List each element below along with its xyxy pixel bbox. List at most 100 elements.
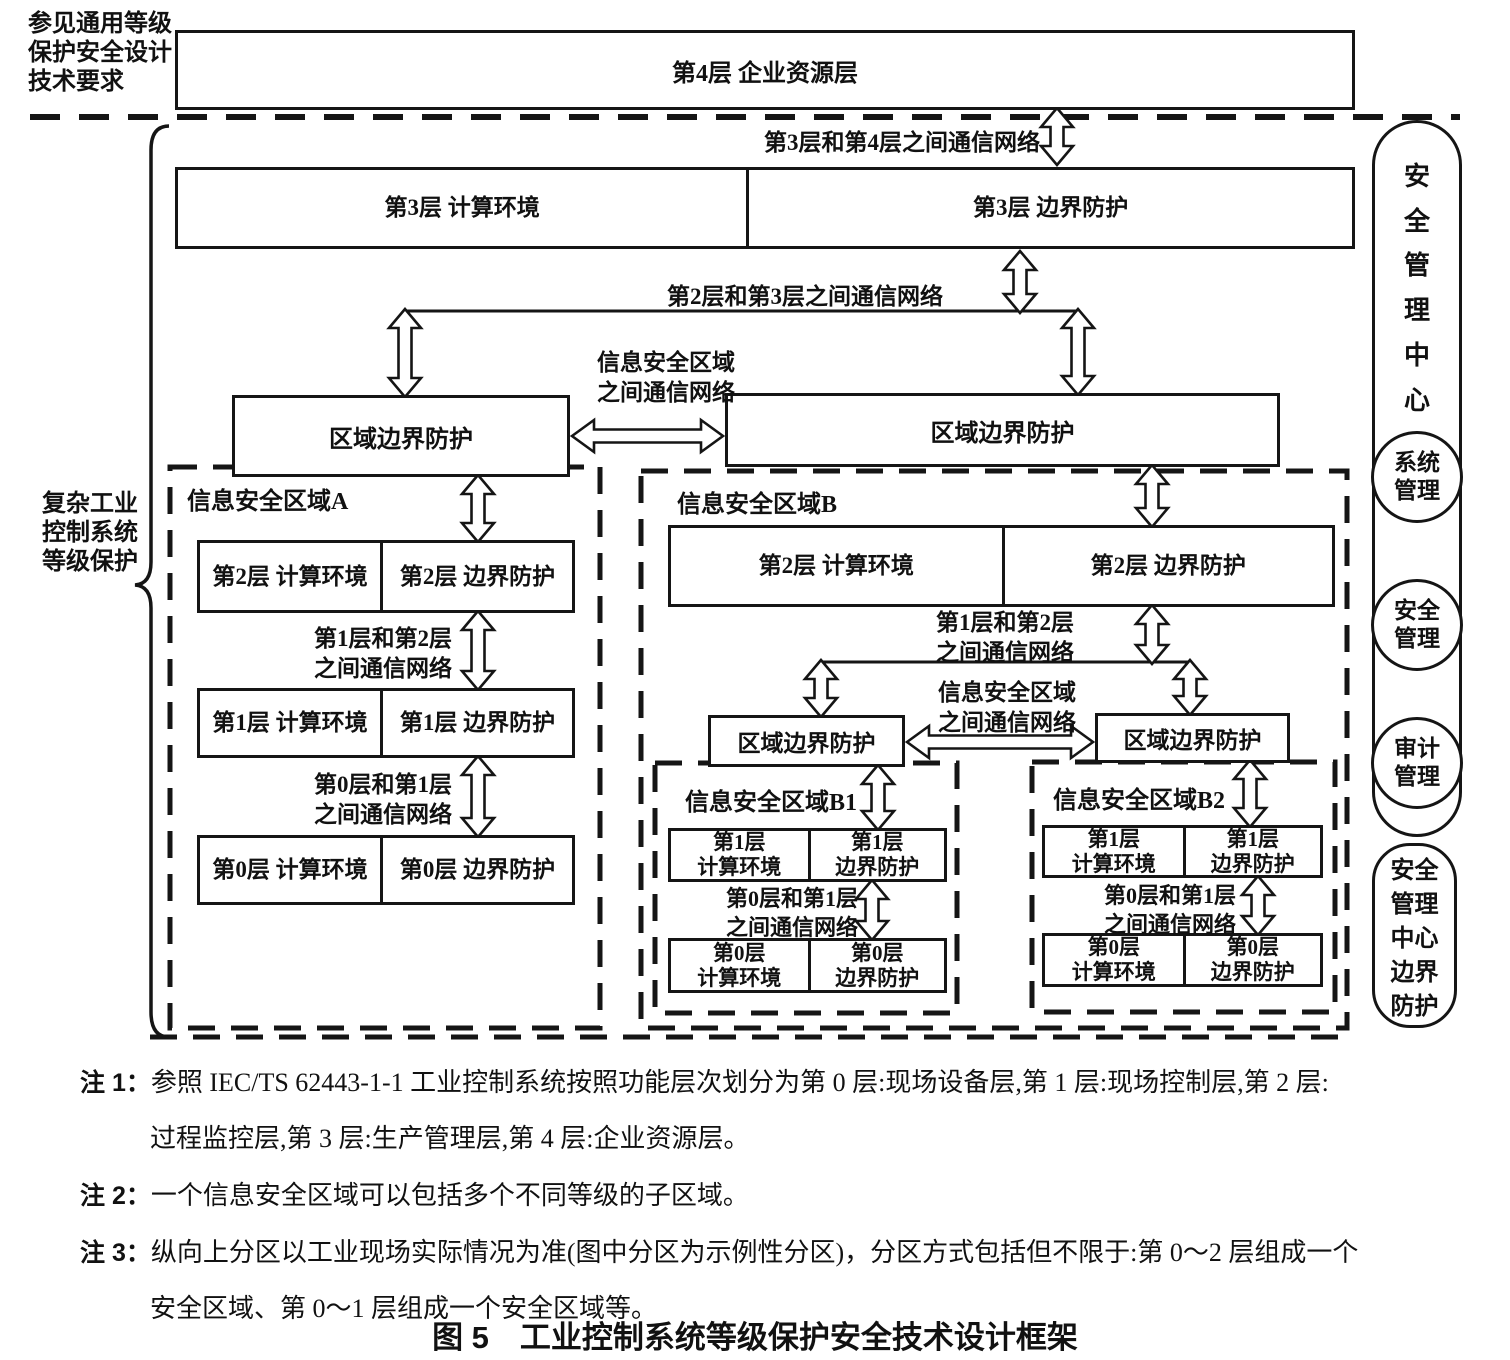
- label-line: 安全: [1394, 598, 1440, 624]
- label-line: 计算环境: [697, 965, 782, 990]
- comm-double-arrow: [1059, 306, 1097, 398]
- label-line: 第0层和第1层: [725, 886, 858, 911]
- comm-double-arrow: [569, 417, 726, 455]
- note-label: 注 3：: [80, 1239, 151, 1267]
- annotation-line: 技术要求: [28, 69, 124, 95]
- comm-double-arrow: [459, 753, 497, 840]
- layer3-boundary-cell: 第3层 边界防护: [746, 170, 1352, 246]
- figure-caption: 图 5 工业控制系统等级保护安全技术设计框架: [432, 1320, 1078, 1355]
- comm-double-arrow: [904, 723, 1096, 761]
- zone-boundary-protection-a-box: 区域边界防护: [232, 395, 570, 477]
- note-label: 注 2：: [80, 1182, 151, 1210]
- label-line: 第1层: [1226, 826, 1280, 851]
- zone-b2-l1-row: 第1层 计算环境 第1层 边界防护: [1042, 825, 1323, 878]
- net-2-3-label: 第2层和第3层之间通信网络: [667, 284, 943, 309]
- label-line: 之间通信网络: [938, 709, 1076, 735]
- comm-double-arrow: [1133, 462, 1171, 530]
- annotation-line: 参见通用等级: [28, 11, 172, 37]
- comm-double-arrow: [1133, 602, 1171, 667]
- comm-double-arrow: [459, 608, 497, 693]
- label-line: 之间通信网络: [1103, 911, 1236, 937]
- note-text: 纵向上分区以工业现场实际情况为准(图中分区为示例性分区)，分区方式包括但不限于:…: [150, 1238, 1359, 1267]
- label-line: 边界防护: [835, 855, 920, 879]
- note-3-line-1: 注 3：纵向上分区以工业现场实际情况为准(图中分区为示例性分区)，分区方式包括但…: [80, 1232, 1358, 1269]
- comm-double-arrow: [1231, 757, 1269, 830]
- zone-a-l0-compute: 第0层 计算环境: [212, 857, 368, 883]
- zone-a-title: 信息安全区域A: [187, 489, 349, 515]
- zone-a-net-0-1-label: 第0层和第1层 之间通信网络: [312, 770, 454, 830]
- zone-boundary-protection-b-box: 区域边界防护: [725, 393, 1280, 467]
- smc-boundary-protection-box: 安全管理中心边界防护: [1372, 843, 1457, 1028]
- zone-b-l2-compute: 第2层 计算环境: [758, 553, 914, 579]
- complex-ics-annotation: 复杂工业 控制系统 等级保护: [42, 490, 138, 577]
- layer4-label: 第4层 企业资源层: [672, 60, 858, 87]
- label-line: 管理: [1394, 478, 1440, 503]
- smc-title: 安全管理中心: [1403, 162, 1430, 415]
- label-line: 之间通信网络: [936, 639, 1074, 665]
- zone-b1-l1-row: 第1层 计算环境 第1层 边界防护: [668, 828, 947, 882]
- label-line: 之间通信网络: [725, 914, 858, 940]
- layer3-row: 第3层 计算环境 第3层 边界防护: [175, 167, 1355, 249]
- label-line: 第0层: [1226, 935, 1280, 960]
- note-text: 一个信息安全区域可以包括多个不同等级的子区域。: [150, 1181, 749, 1210]
- comm-double-arrow: [459, 472, 497, 545]
- label-line: 第0层和第1层: [1103, 883, 1236, 908]
- zone-a-l1-row: 第1层 计算环境 第1层 边界防护: [197, 688, 575, 758]
- zone-b1-title: 信息安全区域B1: [685, 790, 858, 816]
- note-text: 过程监控层,第 3 层:生产管理层,第 4 层:企业资源层。: [150, 1124, 750, 1153]
- label-line: 第1层和第2层: [936, 610, 1074, 635]
- zone-a-l2-compute: 第2层 计算环境: [212, 563, 368, 589]
- label-line: 之间通信网络: [597, 379, 735, 405]
- general-protection-annotation: 参见通用等级 保护安全设计 技术要求: [28, 10, 172, 97]
- zone-a-l2-row: 第2层 计算环境 第2层 边界防护: [197, 540, 575, 613]
- zone-a-l1-boundary: 第1层 边界防护: [380, 691, 572, 755]
- note-3-line-2: 安全区域、第 0～1 层组成一个安全区域等。: [150, 1288, 657, 1325]
- communication-arrows: [386, 105, 1277, 943]
- label-line: 第1层: [851, 830, 904, 855]
- zone-b-dashed-border: [638, 468, 1350, 1031]
- comm-double-arrow: [1239, 873, 1277, 938]
- comm-double-arrow: [1171, 657, 1209, 718]
- note-text: 参照 IEC/TS 62443-1-1 工业控制系统按照功能层次划分为第 0 层…: [150, 1068, 1329, 1097]
- zone-b2-l0-boundary: 第0层 边界防护: [1182, 935, 1321, 984]
- zone-b2-boundary-protection-box: 区域边界防护: [1095, 713, 1290, 763]
- label-line: 管理: [1394, 764, 1440, 789]
- zone-b1-l1-boundary: 第1层 边界防护: [807, 830, 945, 879]
- label-line: 第1层: [713, 830, 766, 855]
- zone-b2-l0-row: 第0层 计算环境 第0层 边界防护: [1042, 933, 1323, 987]
- note-1-line-1: 注 1：参照 IEC/TS 62443-1-1 工业控制系统按照功能层次划分为第…: [80, 1062, 1329, 1099]
- zone-a-l0-boundary: 第0层 边界防护: [380, 838, 572, 902]
- zone-b1-l0-row: 第0层 计算环境 第0层 边界防护: [668, 938, 947, 993]
- zbp-label: 区域边界防护: [737, 731, 876, 756]
- label-line: 管理: [1394, 626, 1440, 651]
- comm-double-arrow: [1001, 248, 1039, 316]
- zone-b-title: 信息安全区域B: [677, 492, 838, 518]
- zone-b1-boundary-protection-box: 区域边界防护: [708, 715, 905, 767]
- label-line: 边界防护: [1210, 851, 1295, 876]
- zone-b2-net-0-1-label: 第0层和第1层 之间通信网络: [1096, 882, 1244, 939]
- label-line: 边界防护: [835, 965, 920, 990]
- zone-b1-l0-compute: 第0层 计算环境: [671, 941, 808, 990]
- zone-a-l2-boundary: 第2层 边界防护: [380, 543, 572, 610]
- zone-b2-l1-compute: 第1层 计算环境: [1045, 826, 1183, 876]
- layer3-compute-cell: 第3层 计算环境: [384, 195, 540, 221]
- annotation-line: 等级保护: [42, 549, 138, 575]
- security-management-circle: 安全 管理: [1371, 579, 1463, 671]
- label-line: 之间通信网络: [314, 655, 452, 681]
- annotation-line: 复杂工业: [42, 491, 138, 517]
- zone-b-l2-boundary: 第2层 边界防护: [1001, 528, 1333, 604]
- note-2-line-1: 注 2：一个信息安全区域可以包括多个不同等级的子区域。: [80, 1175, 749, 1212]
- comm-double-arrow: [386, 306, 424, 400]
- zone-b-inter-zone-net-label: 信息安全区域 之间通信网络: [934, 678, 1080, 738]
- zone-a-l0-row: 第0层 计算环境 第0层 边界防护: [197, 835, 575, 905]
- note-text: 安全区域、第 0～1 层组成一个安全区域等。: [150, 1294, 658, 1323]
- label-line: 第0层: [851, 940, 904, 965]
- note-label: 注 1：: [80, 1069, 151, 1097]
- label-line: 第1层: [1087, 826, 1141, 851]
- label-line: 第0层: [713, 940, 766, 965]
- zone-b2-l1-boundary: 第1层 边界防护: [1182, 826, 1321, 876]
- label-line: 计算环境: [697, 855, 782, 879]
- label-line: 信息安全区域: [597, 350, 735, 375]
